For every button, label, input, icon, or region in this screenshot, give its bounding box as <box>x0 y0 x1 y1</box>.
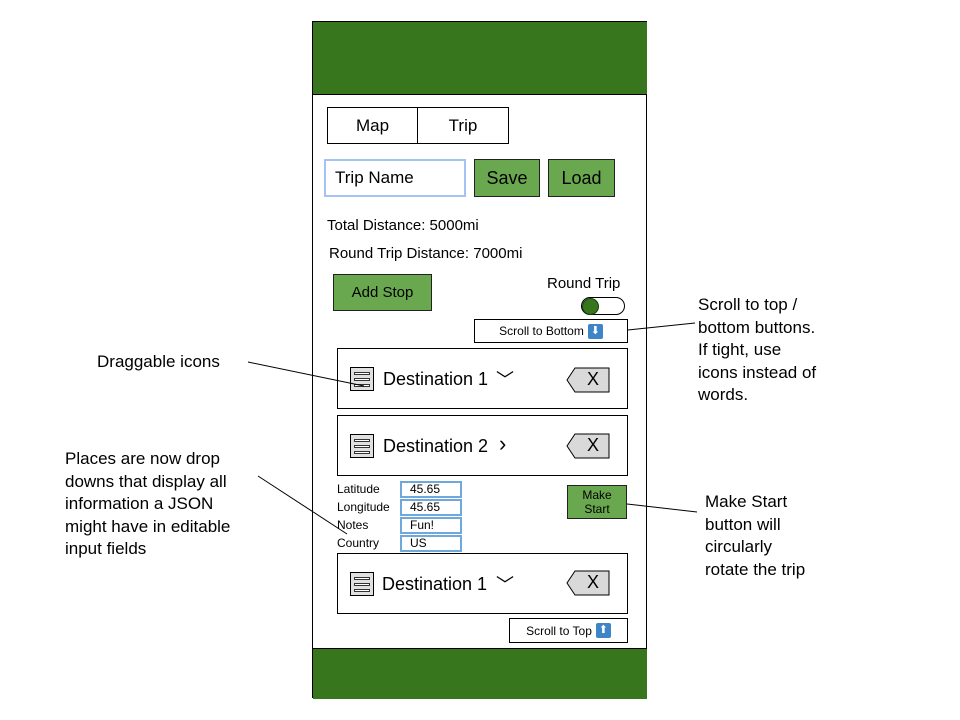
longitude-field[interactable]: 45.65 <box>400 499 462 516</box>
notes-label: Notes <box>337 518 369 532</box>
round-trip-label: Round Trip <box>547 275 621 292</box>
make-start-note-line: rotate the trip <box>705 559 806 579</box>
country-field[interactable]: US <box>400 535 462 552</box>
country-label: Country <box>337 536 380 550</box>
arrow-down-icon: ⬇ <box>587 323 603 339</box>
places-note-line: input fields <box>65 539 147 558</box>
save-button[interactable]: Save <box>474 159 540 197</box>
latitude-label: Latitude <box>337 482 380 496</box>
make-start-note-line: Make Start <box>705 492 788 511</box>
delete-button[interactable]: X <box>566 433 610 459</box>
header-bar <box>313 22 647 95</box>
scroll-note-line: bottom buttons. <box>698 317 816 337</box>
drag-handle-icon[interactable] <box>350 572 374 596</box>
delete-tag-icon <box>566 367 610 393</box>
make-start-leader-line <box>626 503 698 513</box>
draggable-leader-line <box>247 361 365 387</box>
latitude-field[interactable]: 45.65 <box>400 481 462 498</box>
delete-x: X <box>587 572 600 592</box>
trip-name-input[interactable]: Trip Name <box>324 159 466 197</box>
draggable-note: Draggable icons <box>97 352 220 371</box>
delete-button[interactable]: X <box>566 367 610 393</box>
places-note-line: might have in editable <box>65 516 231 536</box>
scroll-to-top-label: Scroll to Top <box>526 623 592 638</box>
notes-field[interactable]: Fun! <box>400 517 462 534</box>
places-note-line: downs that display all <box>65 471 227 491</box>
make-start-note: Make Start button will circularly rotate… <box>705 491 805 581</box>
total-distance: Total Distance: 5000mi <box>327 217 479 234</box>
scroll-note-line: If tight, use <box>698 340 782 359</box>
delete-tag-icon <box>566 570 610 596</box>
destination-name: Destination 1 <box>382 574 488 594</box>
longitude-label: Longitude <box>337 500 390 514</box>
make-start-button[interactable]: Make Start <box>567 485 627 519</box>
destination-name: Destination 1 <box>383 369 489 389</box>
delete-x: X <box>587 369 600 389</box>
toggle-knob[interactable] <box>582 298 599 315</box>
tab-trip[interactable]: Trip <box>417 107 509 144</box>
chevron-down-icon[interactable]: ﹀ <box>496 370 514 390</box>
make-start-note-line: button will <box>705 514 781 534</box>
scroll-to-bottom-label: Scroll to Bottom <box>499 324 584 338</box>
scroll-to-top-button[interactable]: Scroll to Top ⬆ <box>509 618 628 643</box>
footer-bar <box>313 648 647 699</box>
add-stop-button[interactable]: Add Stop <box>333 274 432 311</box>
make-start-note-line: circularly <box>705 537 773 556</box>
tab-map[interactable]: Map <box>327 107 418 144</box>
places-note: Places are now drop downs that display a… <box>65 448 230 561</box>
scroll-to-bottom-button[interactable]: Scroll to Bottom ⬇ <box>474 319 628 343</box>
scroll-note-line: words. <box>698 385 749 404</box>
delete-button[interactable]: X <box>566 570 610 596</box>
delete-x: X <box>587 435 600 455</box>
destination-card[interactable] <box>337 553 628 614</box>
places-note-line: information a JSON <box>65 494 214 513</box>
destination-name: Destination 2 <box>383 436 489 456</box>
places-note-line: Places are now drop <box>65 449 220 468</box>
round-trip-distance: Round Trip Distance: 7000mi <box>329 245 523 262</box>
chevron-right-icon[interactable]: › <box>499 431 507 456</box>
scroll-note-line: icons instead of <box>698 362 817 382</box>
scroll-note: Scroll to top / bottom buttons. If tight… <box>698 294 816 407</box>
arrow-up-icon: ⬆ <box>595 623 611 638</box>
scroll-note-line: Scroll to top / <box>698 295 798 314</box>
places-leader-line <box>257 475 348 535</box>
scroll-leader-line <box>627 322 696 331</box>
chevron-down-icon[interactable]: ﹀ <box>496 575 514 595</box>
load-button[interactable]: Load <box>548 159 615 197</box>
delete-tag-icon <box>566 433 610 459</box>
drag-handle-icon[interactable] <box>350 434 374 458</box>
